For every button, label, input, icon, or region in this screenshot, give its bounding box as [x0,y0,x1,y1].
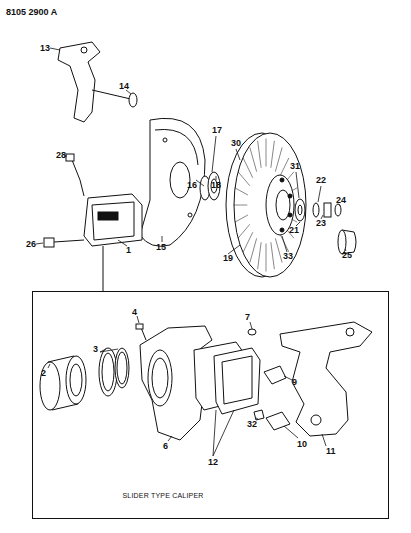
callout-number: 7 [245,313,250,322]
callout-number: 18 [211,181,221,190]
callout-number: 11 [326,447,336,456]
callout-number: 10 [297,440,307,449]
inset-caption: SLIDER TYPE CALIPER [122,492,203,499]
callout-number: 19 [223,254,233,263]
callout-number: 25 [342,251,352,260]
callout-number: 31 [290,162,300,171]
callout-number: 32 [247,420,257,429]
drawing-number: 8105 2900 A [6,8,57,17]
callout-number: 1 [126,246,131,255]
callout-number: 21 [289,226,299,235]
callout-number: 28 [56,151,66,160]
callout-number: 33 [283,252,293,261]
callout-number: 30 [231,139,241,148]
callout-number: 15 [156,243,166,252]
inset-box: SLIDER TYPE CALIPER [32,291,389,519]
callout-number: 6 [163,442,168,451]
callout-number: 2 [41,369,46,378]
callout-number: 26 [26,240,36,249]
callout-number: 13 [40,44,50,53]
callout-number: 16 [187,181,197,190]
callout-number: 23 [316,219,326,228]
callout-number: 9 [292,378,297,387]
callout-number: 4 [132,308,137,317]
callout-number: 24 [336,196,346,205]
callout-number: 14 [119,82,129,91]
callout-number: 22 [316,176,326,185]
callout-number: 3 [93,345,98,354]
callout-number: 17 [212,126,222,135]
callout-number: 12 [208,458,218,467]
